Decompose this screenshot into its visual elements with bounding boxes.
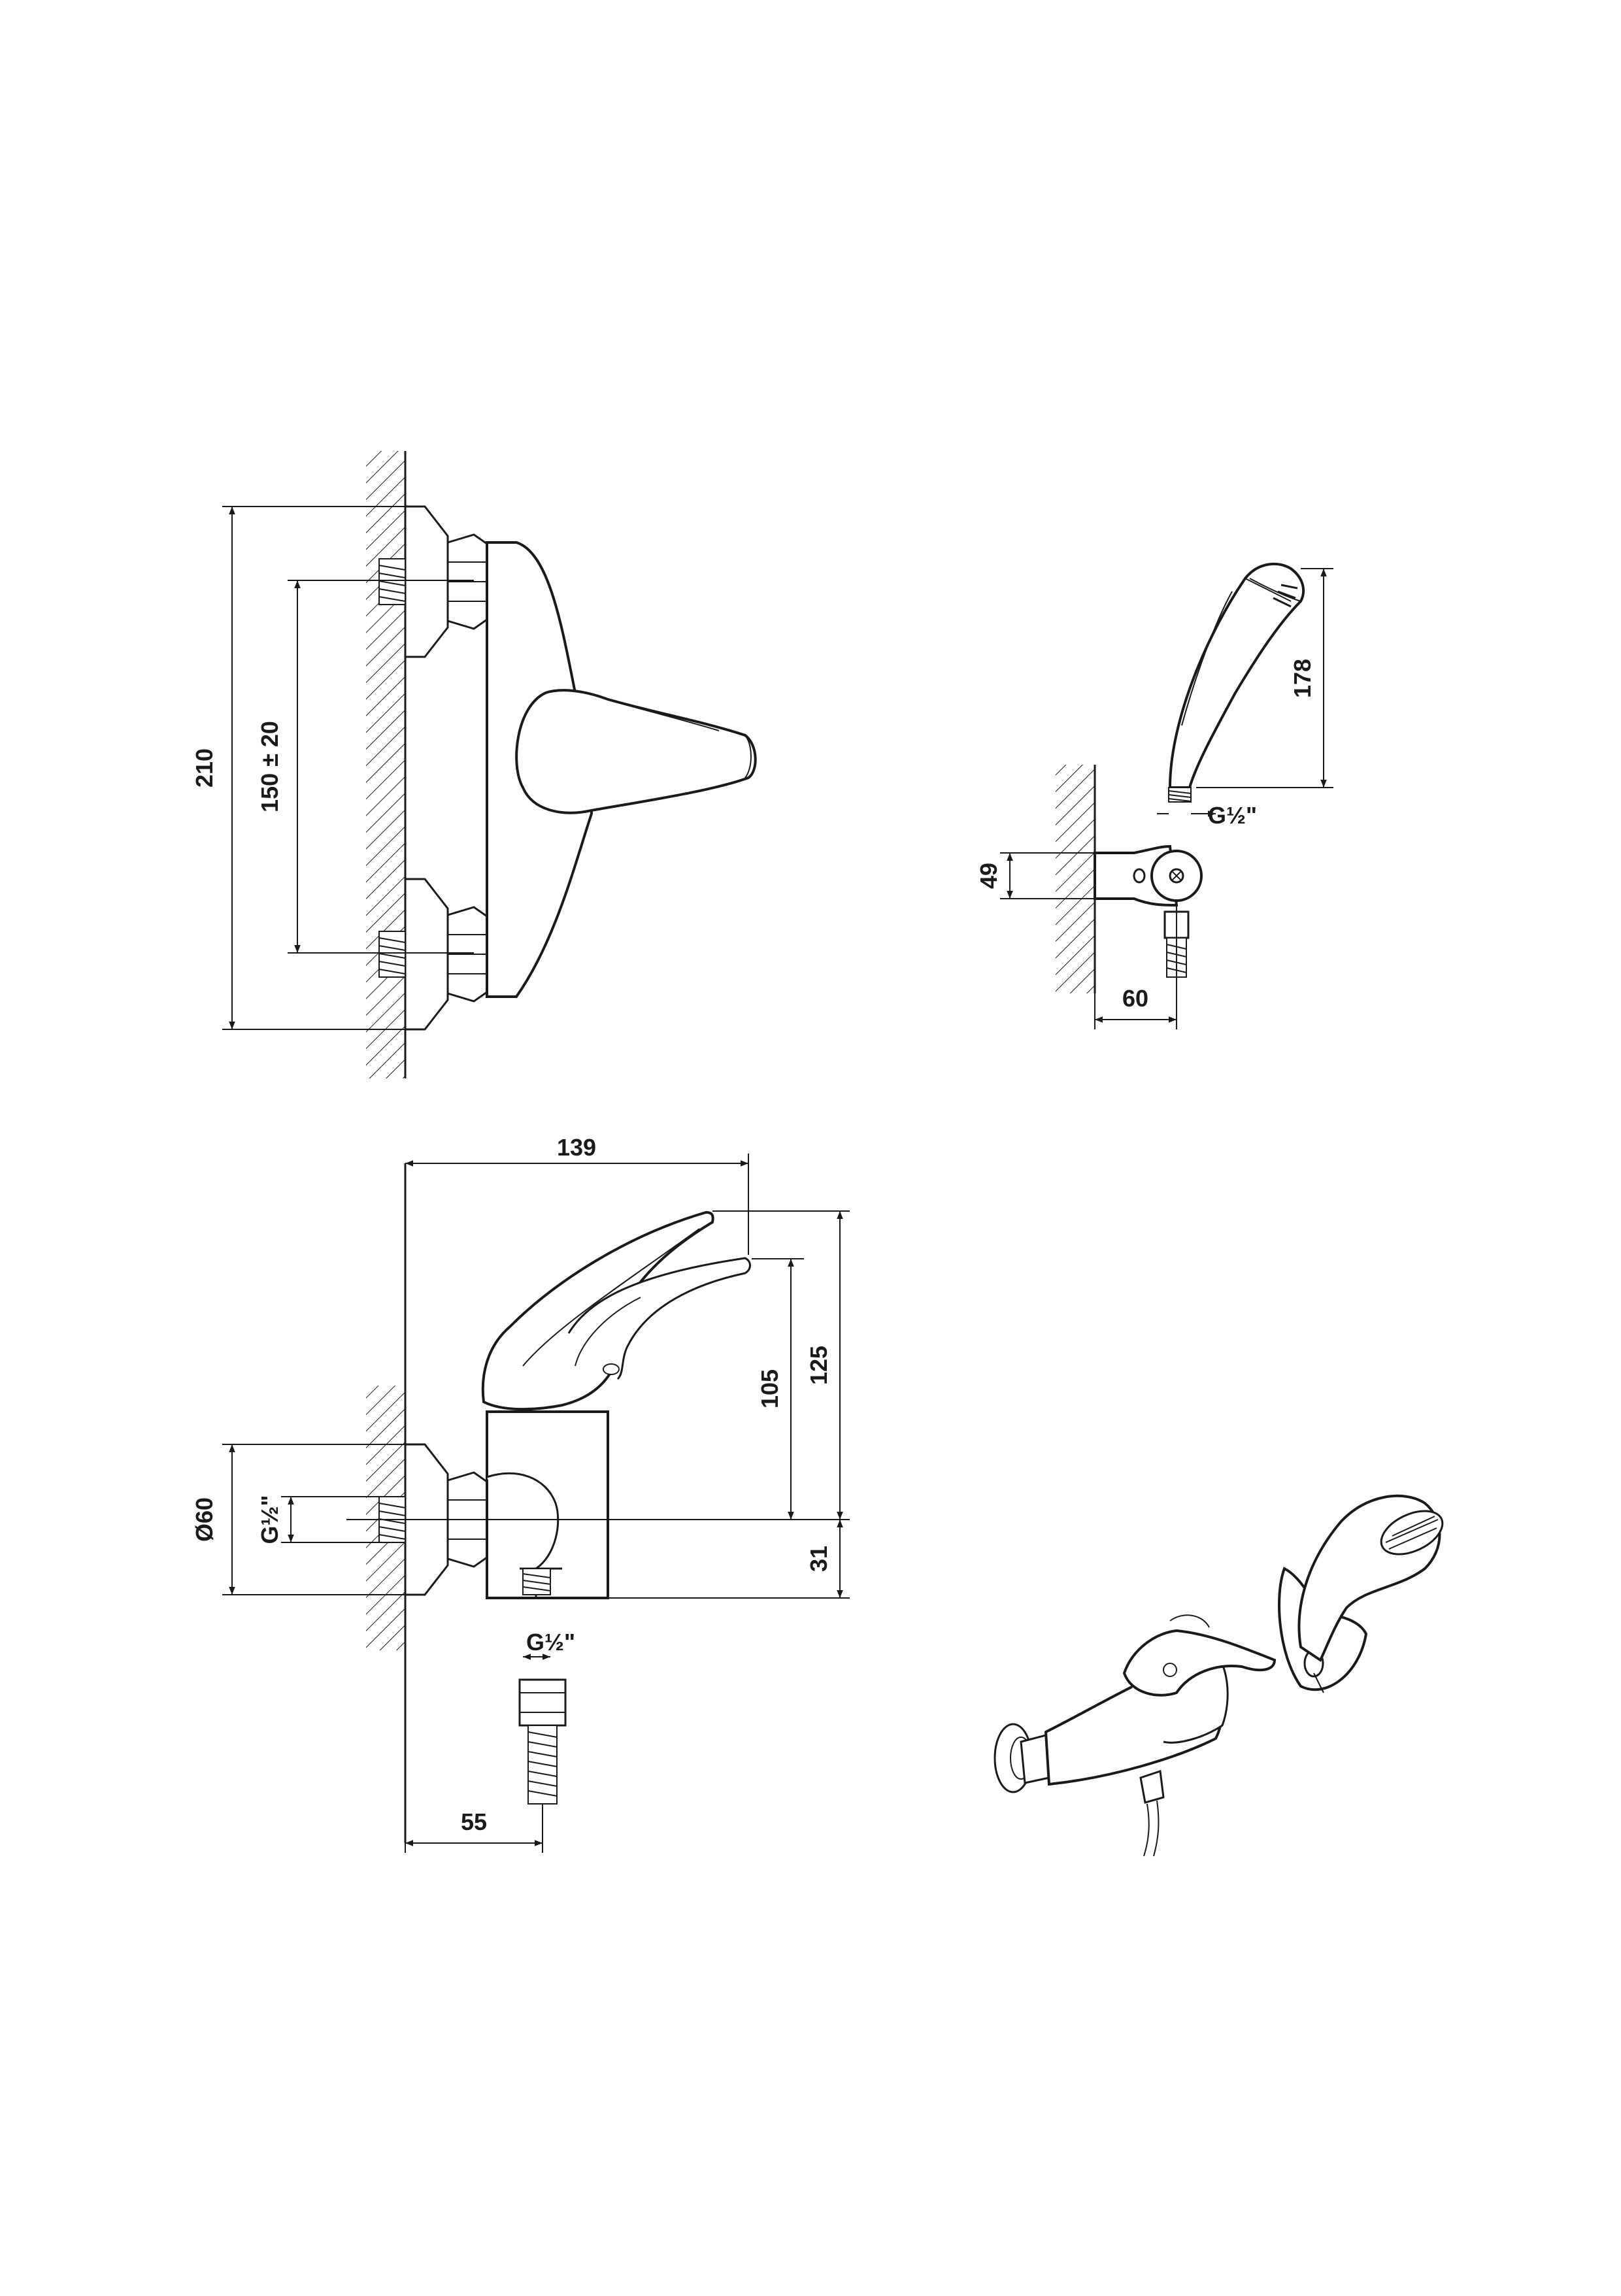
dim-outlet-height: 105 xyxy=(756,1369,783,1408)
upper-thread-icon xyxy=(378,558,406,605)
dim-lever-height: 125 xyxy=(805,1346,832,1385)
dim-outlet-offset: 55 xyxy=(461,1808,487,1835)
isometric-faucet-set-icon xyxy=(994,1494,1444,1857)
lower-thread-icon xyxy=(378,931,406,978)
side-hose-icon xyxy=(518,1568,567,1805)
wall-hatch-shower xyxy=(1056,765,1095,993)
upper-hex-nut-icon xyxy=(446,533,488,630)
front-view: 150 ± 20 210 xyxy=(191,451,757,1078)
dim-outlet-below: 31 xyxy=(805,1546,832,1572)
dim-total-height: 210 xyxy=(191,748,218,788)
dim-escutcheon: Ø60 xyxy=(191,1497,218,1542)
lower-escutcheon xyxy=(404,878,449,1031)
thread-shower: G½" xyxy=(1208,802,1257,829)
dim-length: 139 xyxy=(557,1134,596,1161)
lever-handle-icon xyxy=(515,689,757,814)
shower-view: 178 G½" 49 60 xyxy=(975,562,1333,1029)
thread-inlet: G½" xyxy=(256,1495,283,1544)
thread-outlet: G½" xyxy=(526,1629,575,1655)
dim-centers: 150 ± 20 xyxy=(256,721,283,812)
dim-bracket: 49 xyxy=(975,863,1002,889)
dim-shower-height: 178 xyxy=(1289,659,1316,698)
hand-shower-icon xyxy=(1168,562,1305,789)
side-view: G½" 139 125 105 31 Ø60 G½" 55 xyxy=(191,1134,850,1853)
lower-hex-nut-icon xyxy=(446,906,488,1003)
wall-hatch-front xyxy=(366,451,405,1078)
upper-escutcheon xyxy=(404,505,449,658)
dim-depth: 60 xyxy=(1122,985,1148,1012)
